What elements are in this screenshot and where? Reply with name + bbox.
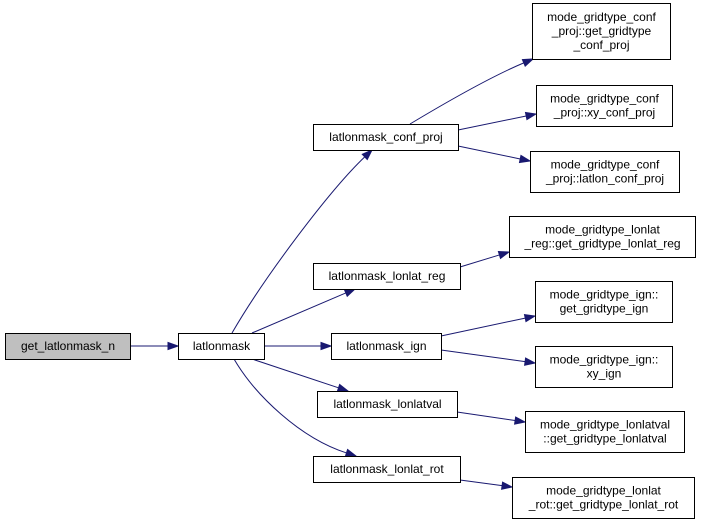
node-conf_latlon[interactable]: mode_gridtype_conf_proj::latlon_conf_pro… <box>530 151 680 193</box>
node-box <box>5 333 131 360</box>
edge-latlonmask-to-latlonmask_lonlatval <box>251 358 350 392</box>
node-latlonmask_lonlatval[interactable]: latlonmask_lonlatval <box>317 391 458 418</box>
arrowhead <box>513 416 527 425</box>
edge-line <box>251 358 339 389</box>
node-label: latlonmask_conf_proj <box>329 130 442 144</box>
arrowhead <box>497 250 511 260</box>
node-box <box>313 124 459 151</box>
node-label: mode_gridtype_lonlat <box>545 223 660 237</box>
node-label: latlonmask_lonlat_reg <box>329 269 446 283</box>
node-box <box>178 333 265 360</box>
node-box <box>525 411 685 453</box>
edge-latlonmask_ign-to-ign_xy <box>440 349 537 366</box>
node-label: get_latlonmask_n <box>21 339 115 353</box>
node-label: mode_gridtype_conf <box>550 92 659 106</box>
edge-latlonmask-to-latlonmask_conf_proj <box>231 148 374 334</box>
edge-line <box>409 62 524 125</box>
node-box <box>532 3 671 60</box>
edge-latlonmask_ign-to-ign_get <box>440 313 537 337</box>
node-label: xy_ign <box>587 367 622 381</box>
arrowhead <box>320 341 333 351</box>
node-label: mode_gridtype_ign:: <box>550 353 659 367</box>
edge-line <box>457 115 527 131</box>
node-label: mode_gridtype_lonlatval <box>540 418 670 432</box>
edge-latlonmask_conf_proj-to-conf_get_gridtype <box>409 58 535 125</box>
edge-latlonmask-to-latlonmask_lonlat_reg <box>251 288 357 334</box>
arrowhead <box>501 481 514 490</box>
node-label: latlonmask_ign <box>346 339 426 353</box>
node-label: latlonmask_lonlat_rot <box>330 462 444 476</box>
node-ign_get[interactable]: mode_gridtype_ign::get_gridtype_ign <box>535 281 673 323</box>
node-get_latlonmask_n: get_latlonmask_n <box>5 333 131 360</box>
edge-line <box>440 317 526 337</box>
node-box <box>512 477 695 519</box>
edge-line <box>251 292 347 334</box>
node-label: _proj::xy_conf_proj <box>553 106 655 120</box>
node-label: latlonmask <box>193 339 251 353</box>
node-box <box>317 391 458 418</box>
edge-line <box>440 349 526 363</box>
edge-line <box>456 411 516 422</box>
node-label: _proj::latlon_conf_proj <box>545 172 664 186</box>
node-box <box>530 151 680 193</box>
edge-latlonmask_lonlat_rot-to-lonlat_rot_get <box>459 479 514 490</box>
edge-latlonmask-to-latlonmask_ign <box>264 341 333 351</box>
node-box <box>313 263 461 290</box>
node-latlonmask_lonlat_rot[interactable]: latlonmask_lonlat_rot <box>313 456 461 483</box>
node-label: mode_gridtype_conf <box>547 10 656 24</box>
node-label: get_gridtype_ign <box>560 302 649 316</box>
edge-line <box>457 145 521 160</box>
arrowhead <box>361 148 374 161</box>
node-latlonmask_conf_proj[interactable]: latlonmask_conf_proj <box>313 124 459 151</box>
arrowhead <box>524 357 537 366</box>
node-label: _conf_proj <box>572 38 629 52</box>
node-box <box>535 346 673 388</box>
node-lonlatval_get[interactable]: mode_gridtype_lonlatval::get_gridtype_lo… <box>525 411 685 453</box>
arrowhead <box>524 111 538 121</box>
node-label: latlonmask_lonlatval <box>333 397 441 411</box>
arrowhead <box>343 288 357 298</box>
node-lonlat_reg_get[interactable]: mode_gridtype_lonlat_reg::get_gridtype_l… <box>509 216 696 258</box>
arrowhead <box>521 58 535 68</box>
edge-latlonmask_conf_proj-to-conf_xy <box>457 111 538 131</box>
arrowhead <box>523 313 537 323</box>
node-label: _rot::get_gridtype_lonlat_rot <box>528 498 679 512</box>
node-label: mode_gridtype_conf <box>551 158 660 172</box>
edge-latlonmask_lonlatval-to-lonlatval_get <box>456 411 527 425</box>
arrowhead <box>518 154 532 164</box>
arrowhead <box>167 341 180 351</box>
edge-latlonmask_lonlat_reg-to-lonlat_reg_get <box>459 250 511 268</box>
arrowhead <box>344 448 358 457</box>
edge-line <box>459 479 503 487</box>
node-label: _reg::get_gridtype_lonlat_reg <box>523 237 680 251</box>
edge-line <box>459 254 500 268</box>
node-box <box>536 85 673 127</box>
node-label: mode_gridtype_ign:: <box>550 288 659 302</box>
edges-layer <box>130 58 538 490</box>
node-box <box>313 456 461 483</box>
edge-latlonmask_conf_proj-to-conf_latlon <box>457 145 532 164</box>
node-box <box>331 333 442 360</box>
node-label: _proj::get_gridtype <box>551 24 652 38</box>
nodes-layer: get_latlonmask_n latlonmask latlonmask_con… <box>5 3 696 519</box>
node-ign_xy[interactable]: mode_gridtype_ign::xy_ign <box>535 346 673 388</box>
node-conf_get_gridtype[interactable]: mode_gridtype_conf_proj::get_gridtype_co… <box>532 3 671 60</box>
node-box <box>509 216 696 258</box>
node-latlonmask_ign[interactable]: latlonmask_ign <box>331 333 442 360</box>
node-conf_xy[interactable]: mode_gridtype_conf_proj::xy_conf_proj <box>536 85 673 127</box>
arrowhead <box>336 383 350 392</box>
edge-line <box>231 156 366 334</box>
node-label: mode_gridtype_lonlat <box>546 484 661 498</box>
edge-line <box>233 358 347 454</box>
node-box <box>535 281 673 323</box>
node-latlonmask_lonlat_reg[interactable]: latlonmask_lonlat_reg <box>313 263 461 290</box>
node-latlonmask[interactable]: latlonmask <box>178 333 265 360</box>
node-label: ::get_gridtype_lonlatval <box>543 432 666 446</box>
edge-get_latlonmask_n-to-latlonmask <box>130 341 180 351</box>
node-lonlat_rot_get[interactable]: mode_gridtype_lonlat_rot::get_gridtype_l… <box>512 477 695 519</box>
